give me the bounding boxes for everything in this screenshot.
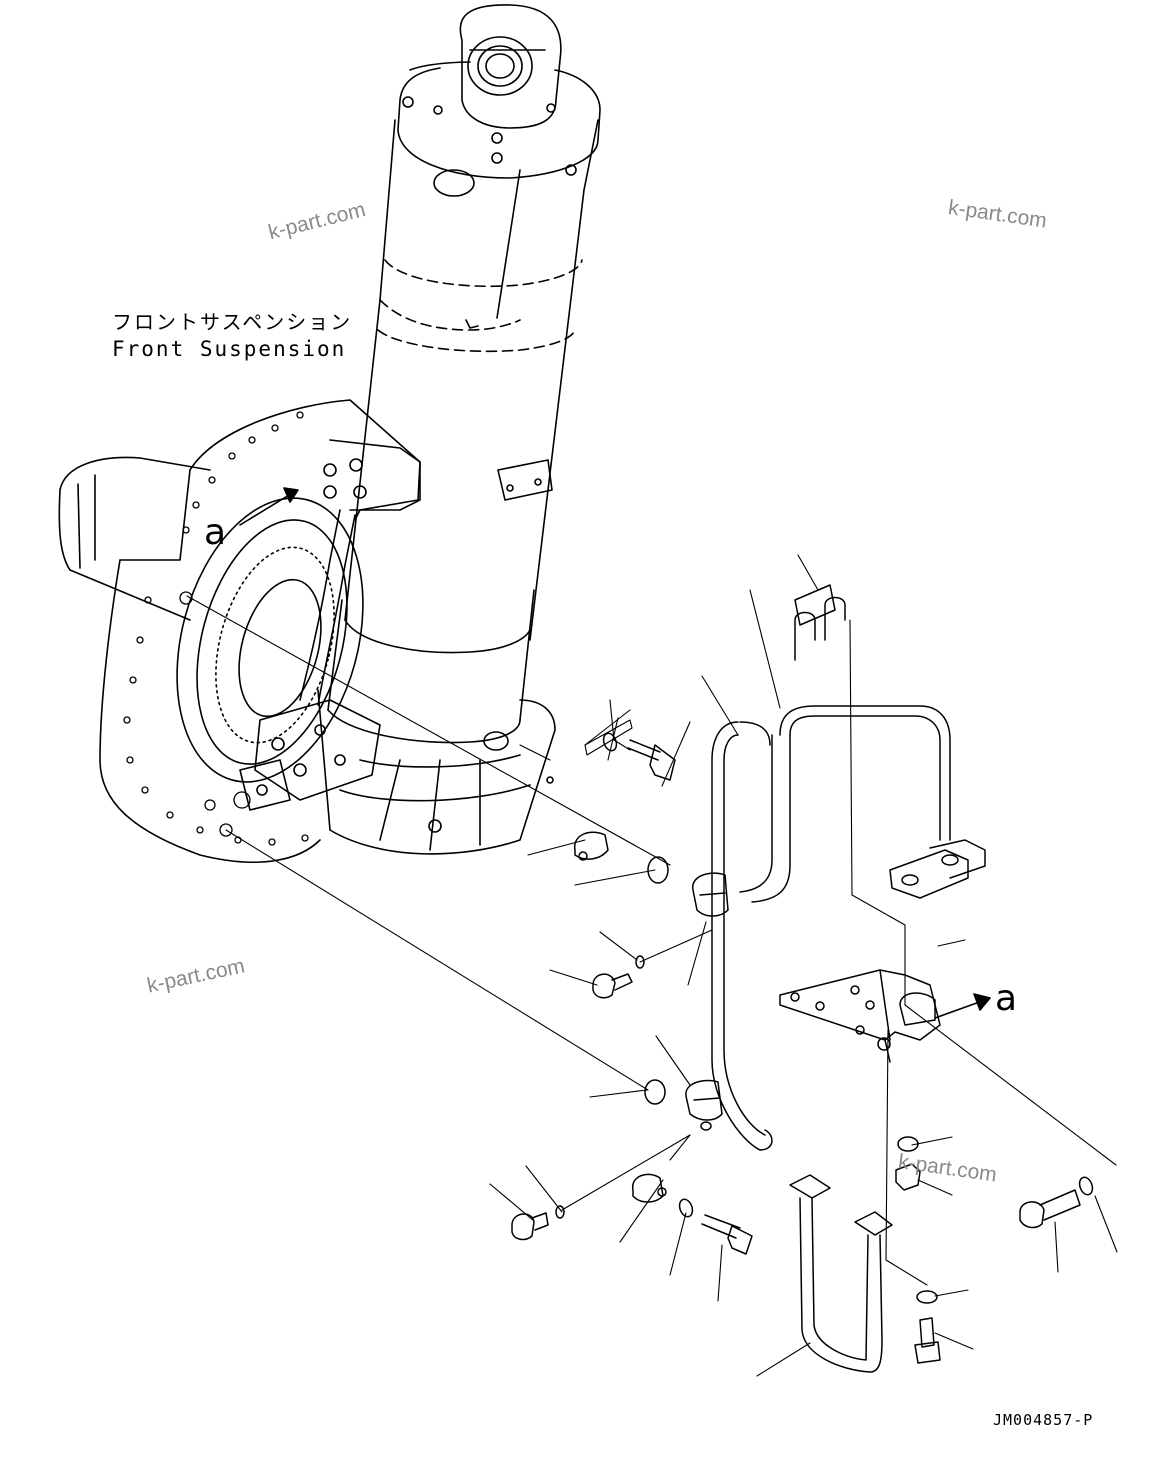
wheel-hub bbox=[58, 399, 421, 864]
mounting-bracket bbox=[779, 969, 941, 1063]
drawing-number: JM004857-P bbox=[993, 1411, 1094, 1429]
view-label-right: a bbox=[995, 978, 1018, 1019]
suspension-cylinder bbox=[317, 4, 601, 855]
view-arrow-right bbox=[934, 993, 991, 1019]
view-label-left: a bbox=[204, 512, 227, 553]
view-arrow-left bbox=[239, 487, 299, 526]
leader-lines bbox=[186, 554, 1118, 1377]
brake-tube-assembly bbox=[685, 584, 986, 1151]
title-japanese: フロントサスペンション bbox=[112, 310, 353, 334]
title-english: Front Suspension bbox=[112, 337, 347, 361]
small-parts bbox=[511, 719, 1094, 1373]
